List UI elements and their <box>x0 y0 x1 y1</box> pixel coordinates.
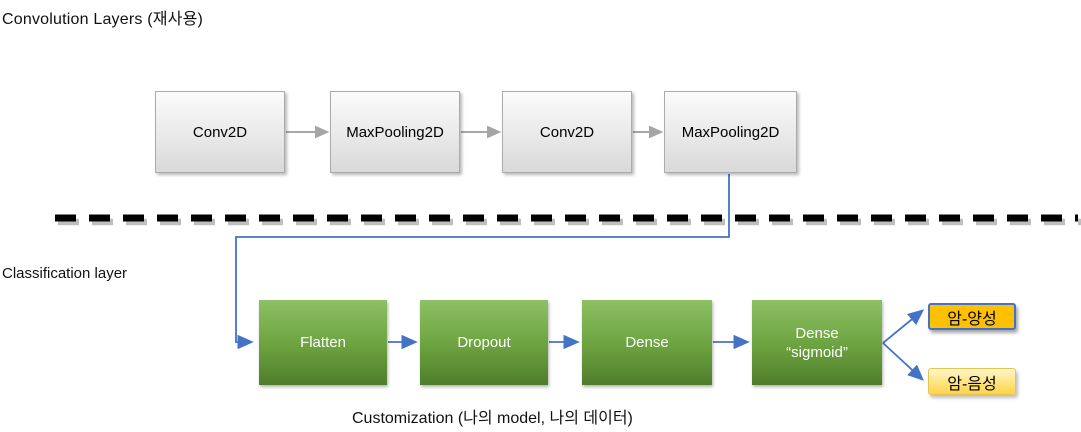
output-negative-label: 암-음성 <box>947 375 997 393</box>
maxpooling2d-box-1: MaxPooling2D <box>330 91 460 173</box>
arrow-sigmoid-positive <box>882 309 925 344</box>
dropout-box: Dropout <box>420 300 548 385</box>
dense-sigmoid-box: Dense “sigmoid” <box>752 300 882 385</box>
conv2d-box-2: Conv2D <box>502 91 632 173</box>
output-positive-box: 암-양성 <box>928 303 1016 330</box>
conv2d-box-1-label: Conv2D <box>192 123 248 141</box>
maxpooling2d-box-1-label: MaxPooling2D <box>346 123 444 141</box>
output-negative-box: 암-음성 <box>928 368 1016 395</box>
customization-caption: Customization (나의 model, 나의 데이터) <box>352 410 633 427</box>
classification-section-label: Classification layer <box>2 265 128 282</box>
arrow-sigmoid-negative <box>882 342 924 381</box>
output-positive-label: 암-양성 <box>947 310 997 328</box>
dense-sigmoid-box-sublabel: “sigmoid” <box>786 343 848 361</box>
flatten-box-label: Flatten <box>300 334 346 351</box>
conv2d-box-1: Conv2D <box>155 91 285 173</box>
convolution-section-title: Convolution Layers (재사용) <box>2 11 204 28</box>
dense-sigmoid-box-label: Dense <box>795 324 839 342</box>
dropout-box-label: Dropout <box>457 334 511 351</box>
flatten-box: Flatten <box>259 300 387 385</box>
maxpooling2d-box-2: MaxPooling2D <box>664 91 797 173</box>
conv2d-box-2-label: Conv2D <box>539 123 595 141</box>
maxpooling2d-box-2-label: MaxPooling2D <box>681 123 780 141</box>
dense-box: Dense <box>582 300 712 385</box>
dense-box-label: Dense <box>625 334 669 351</box>
